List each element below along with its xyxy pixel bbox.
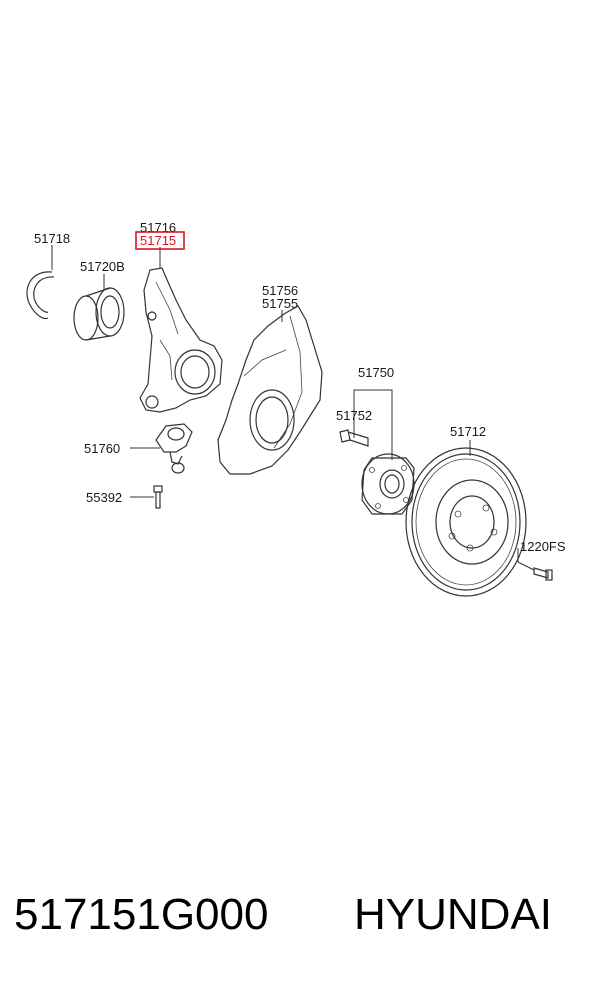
highlight-box-51715 — [135, 231, 185, 250]
label-51750: 51750 — [358, 365, 394, 380]
steering-knuckle — [139, 267, 223, 413]
dust-cover — [217, 305, 323, 475]
wheel-hub — [361, 453, 415, 515]
label-55392: 55392 — [86, 490, 122, 505]
ball-joint — [155, 423, 193, 474]
label-51760: 51760 — [84, 441, 120, 456]
label-51755: 51755 — [262, 296, 298, 311]
leader-1220fs-b — [517, 561, 535, 571]
label-51715: 51715 — [140, 233, 176, 248]
bolt-55392 — [153, 485, 163, 509]
brake-disc — [405, 447, 527, 597]
label-51752: 51752 — [336, 408, 372, 423]
leader-51750 — [353, 389, 393, 460]
hub-bolt — [339, 429, 369, 447]
label-51756: 51756 — [262, 283, 298, 298]
part-number: 517151G000 — [14, 890, 269, 939]
label-51718: 51718 — [34, 231, 70, 246]
label-51720b: 51720B — [80, 259, 125, 274]
disc-screw — [533, 567, 553, 581]
caption: 517151G000 HYUNDAI — [0, 880, 600, 950]
label-51712: 51712 — [450, 424, 486, 439]
wheel-bearing — [73, 287, 125, 341]
label-1220fs: 1220FS — [520, 539, 566, 554]
brand-name: HYUNDAI — [354, 890, 553, 939]
snap-ring — [26, 271, 55, 320]
